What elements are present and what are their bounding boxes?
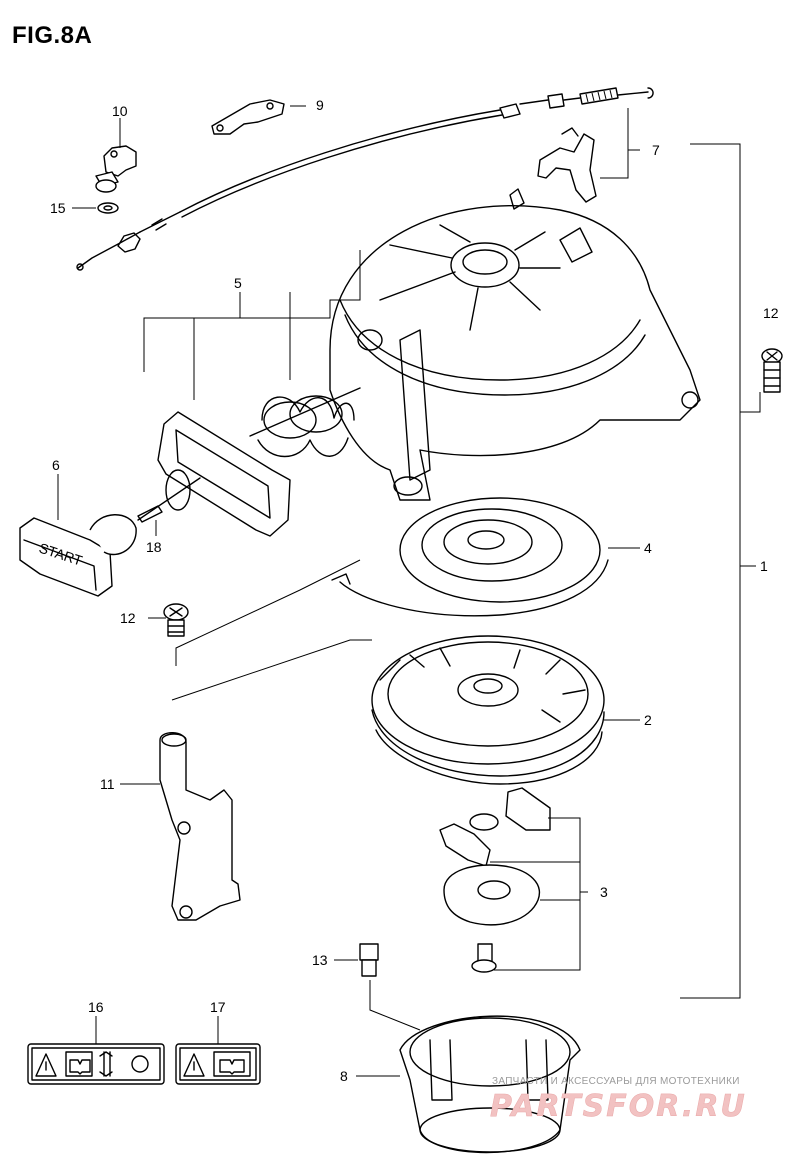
callout-10: 10 — [112, 103, 128, 119]
ratchet-assembly[interactable] — [439, 787, 551, 973]
callout-6: 6 — [52, 457, 60, 473]
watermark-logo: PARTSFOR.RU — [490, 1089, 747, 1124]
starter-cup[interactable] — [399, 1015, 581, 1154]
reel[interactable] — [371, 635, 605, 785]
callout-4: 4 — [644, 540, 652, 556]
choke-arrows-icon — [99, 1051, 113, 1077]
stop-lever[interactable] — [537, 127, 597, 203]
start-handle[interactable]: START — [19, 514, 137, 597]
warning-triangle-icon — [35, 1053, 57, 1077]
cable-bracket[interactable] — [211, 99, 285, 135]
bolt-13[interactable] — [359, 943, 379, 977]
recoil-spring[interactable] — [331, 497, 609, 617]
washer[interactable] — [97, 202, 119, 214]
callout-5: 5 — [234, 275, 242, 291]
callout-15: 15 — [50, 200, 66, 216]
warning-label-16[interactable] — [27, 1043, 165, 1085]
callout-16: 16 — [88, 999, 104, 1015]
leader-lines — [57, 105, 761, 1077]
callout-3: 3 — [600, 884, 608, 900]
watermark: ЗАПЧАСТИ И АКСЕССУАРЫ ДЛЯ МОТОТЕХНИКИ PA… — [490, 1076, 747, 1124]
handle-pin[interactable] — [137, 469, 201, 523]
bolt-left[interactable] — [163, 603, 189, 637]
callout-1: 1 — [760, 558, 768, 574]
callout-12-left: 12 — [120, 610, 136, 626]
figure-title: FIG.8A — [12, 22, 93, 49]
watermark-tagline: ЗАПЧАСТИ И АКСЕССУАРЫ ДЛЯ МОТОТЕХНИКИ — [492, 1076, 740, 1087]
callout-2: 2 — [644, 712, 652, 728]
start-cable[interactable] — [76, 87, 654, 271]
callout-12-right: 12 — [763, 305, 779, 321]
callout-7: 7 — [652, 142, 660, 158]
callout-11: 11 — [100, 776, 115, 792]
bolt-right[interactable] — [761, 348, 783, 393]
spring[interactable] — [249, 387, 361, 457]
warning-label-17[interactable] — [175, 1043, 261, 1085]
callout-13: 13 — [312, 952, 328, 968]
lever-bracket[interactable] — [95, 145, 137, 193]
callout-8: 8 — [340, 1068, 348, 1084]
callout-9: 9 — [316, 97, 324, 113]
callout-labels: 10 9 15 7 5 12 6 18 12 4 1 2 11 3 13 16 … — [50, 97, 779, 1084]
manual-book-icon — [219, 1059, 245, 1075]
callout-17: 17 — [210, 999, 226, 1015]
warning-triangle-icon — [183, 1053, 205, 1077]
callout-18: 18 — [146, 539, 162, 555]
link-lever[interactable] — [159, 732, 241, 921]
knob-icon — [131, 1055, 149, 1073]
rope-guide[interactable] — [157, 411, 291, 537]
manual-book-icon — [69, 1059, 91, 1075]
starter-case[interactable] — [329, 188, 701, 501]
